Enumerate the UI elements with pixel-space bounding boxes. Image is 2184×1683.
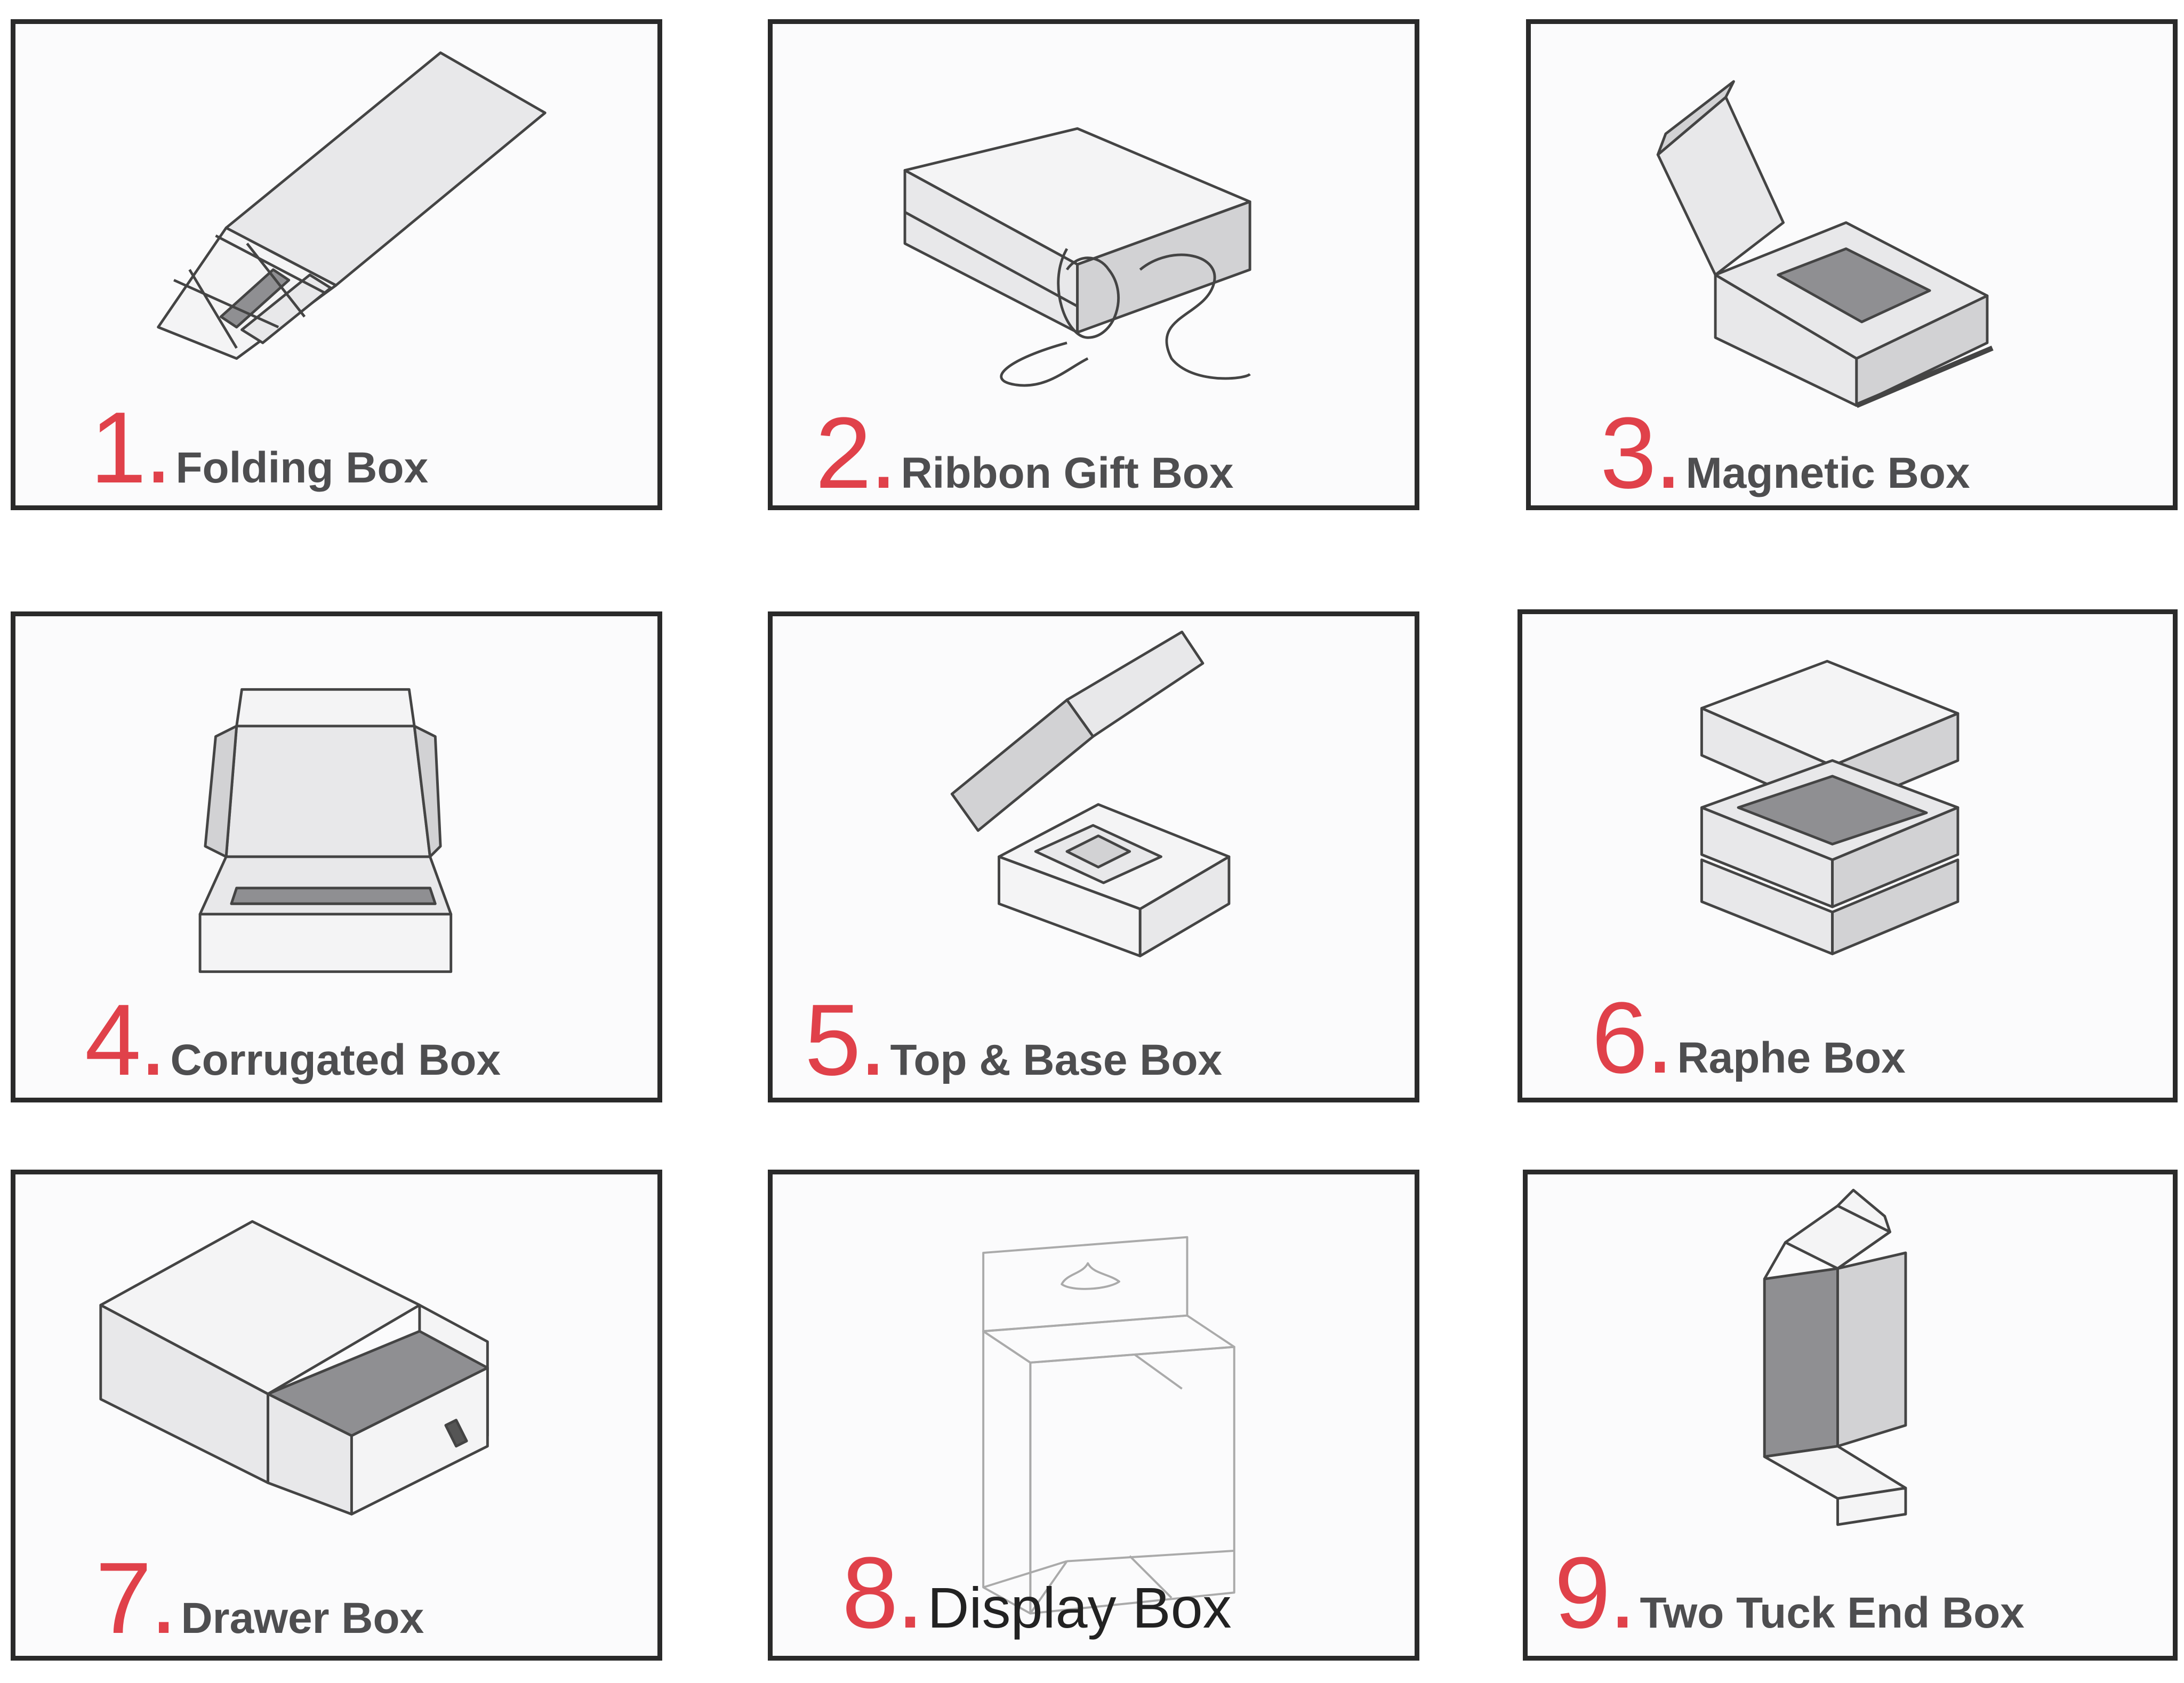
box-number: 3. [1600,397,1682,510]
box-number: 1. [90,391,172,504]
box-label: Corrugated Box [170,1036,501,1084]
box-card-ribbon-gift: 2. Ribbon Gift Box [768,19,1419,510]
caption: 8. Display Box [842,1542,1232,1644]
caption: 4. Corrugated Box [85,989,501,1091]
box-number: 8. [842,1536,924,1649]
raphe-box-icon [1700,659,1960,955]
box-card-raphe: 6. Raphe Box [1517,609,2178,1102]
box-number: 6. [1592,981,1674,1094]
box-number: 2. [815,397,897,510]
box-card-drawer: 7. Drawer Box [11,1170,662,1661]
caption: 9. Two Tuck End Box [1554,1542,2025,1644]
corrugated-box-icon [198,688,453,973]
two-tuck-end-box-icon [1763,1188,1907,1526]
box-card-corrugated: 4. Corrugated Box [11,611,662,1102]
caption: 7. Drawer Box [95,1548,424,1649]
caption: 5. Top & Base Box [805,989,1222,1091]
box-label: Top & Base Box [890,1036,1223,1084]
box-number: 9. [1554,1536,1636,1649]
caption: 2. Ribbon Gift Box [815,402,1233,504]
top-base-box-icon [950,630,1231,957]
box-card-top-base: 5. Top & Base Box [768,611,1419,1102]
magnetic-box-icon [1656,80,1994,408]
ribbon-gift-box-icon [903,127,1251,387]
box-number: 5. [805,984,887,1097]
caption: 3. Magnetic Box [1600,402,1970,504]
caption: 1. Folding Box [90,397,428,498]
box-number: 4. [85,984,167,1097]
box-label: Magnetic Box [1685,449,1970,497]
display-box-icon [982,1236,1235,1615]
box-label: Display Box [927,1575,1232,1640]
box-card-folding: 1. Folding Box [11,19,662,510]
box-card-two-tuck-end: 9. Two Tuck End Box [1523,1170,2178,1661]
drawer-box-icon [99,1220,489,1516]
box-label: Raphe Box [1677,1034,1906,1082]
box-label: Drawer Box [181,1594,424,1642]
box-label: Folding Box [175,444,429,492]
box-label: Ribbon Gift Box [901,449,1234,497]
box-card-magnetic: 3. Magnetic Box [1526,19,2178,510]
box-card-display: 8. Display Box [768,1170,1419,1661]
caption: 6. Raphe Box [1592,987,1906,1089]
box-label: Two Tuck End Box [1640,1589,2025,1637]
folding-box-icon [157,51,547,360]
box-number: 7. [95,1542,178,1655]
